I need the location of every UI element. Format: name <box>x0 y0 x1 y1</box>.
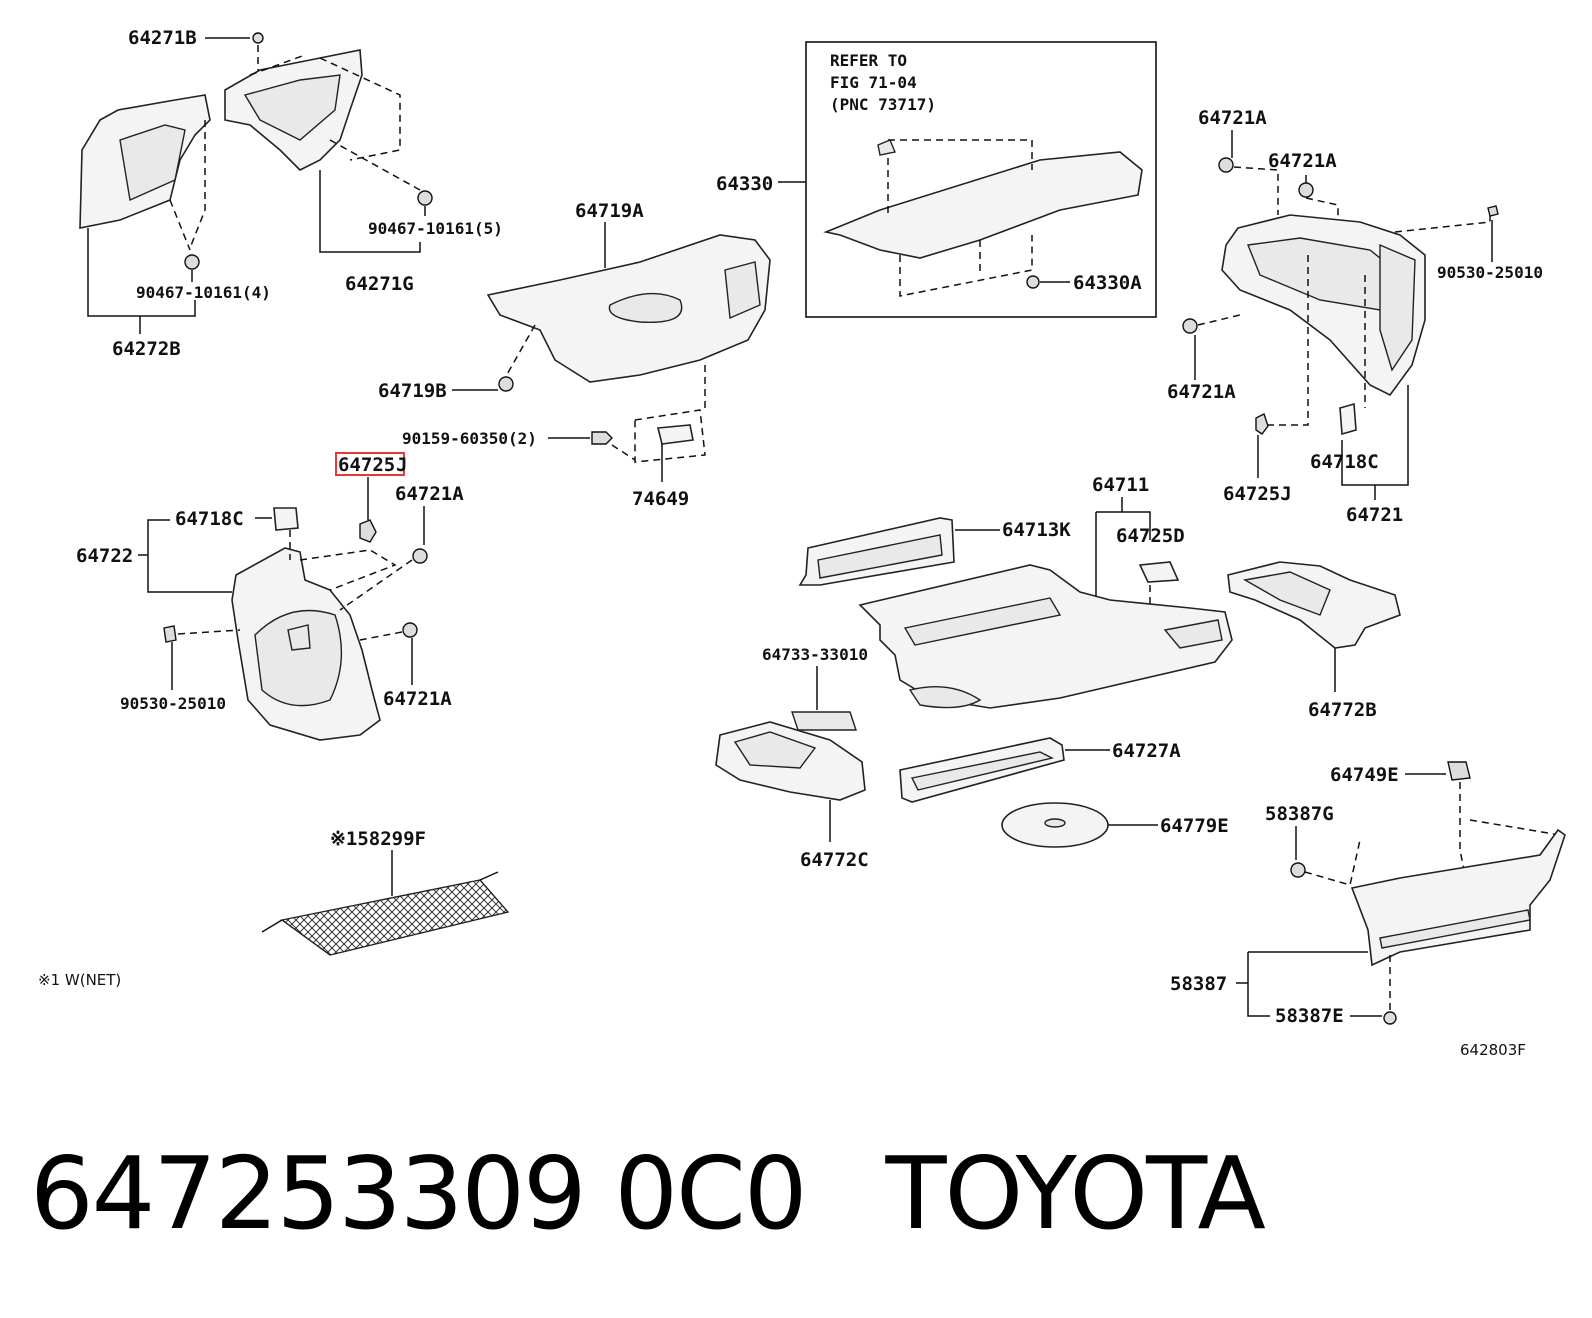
clip-icon <box>1218 157 1234 173</box>
label-58387: 58387 <box>1170 973 1227 995</box>
label-64722: 64722 <box>76 545 133 567</box>
label-64721A-r2: 64721A <box>1268 150 1337 172</box>
part-64718C-l <box>273 507 299 531</box>
clip-icon <box>1026 275 1040 289</box>
group-refer-box: REFER TO FIG 71-04 (PNC 73717) 64330 643… <box>716 41 1157 318</box>
group-floor-parts: 64711 64713K 64725D 64733-33010 64772C 6… <box>715 474 1233 871</box>
part-74649-clip <box>656 424 694 445</box>
part-58299F-net <box>280 879 510 956</box>
clip-icon <box>412 548 428 564</box>
label-64727A: 64727A <box>1112 740 1181 762</box>
label-64719B: 64719B <box>378 380 447 402</box>
label-64725D: 64725D <box>1116 525 1185 547</box>
label-64733-33010: 64733-33010 <box>762 645 868 664</box>
bolt-icon <box>591 431 613 445</box>
clip-icon <box>1182 318 1198 334</box>
label-64779E: 64779E <box>1160 815 1229 837</box>
label-58387G: 58387G <box>1265 803 1334 825</box>
note-net: ※1 W(NET) <box>38 971 121 989</box>
label-64725J-r: 64725J <box>1223 483 1292 505</box>
refer-line-1: REFER TO <box>830 51 907 70</box>
clip-icon <box>1298 182 1314 198</box>
group-quarter-trim-left: 64725 J 64721A 64718C 64722 90530-25010 … <box>76 452 464 741</box>
group-package-tray-panel: 64719A 64719B 90159-60350(2) 74649 <box>378 200 771 510</box>
label-64711: 64711 <box>1092 474 1149 496</box>
label-64271B: 64271B <box>128 27 197 49</box>
clip-icon <box>498 376 514 392</box>
label-90467-10161-4: 90467-10161(4) <box>136 283 271 302</box>
label-64772C: 64772C <box>800 849 869 871</box>
highlight-box <box>335 452 405 476</box>
clip-icon <box>1383 1011 1397 1025</box>
label-64772B: 64772B <box>1308 699 1377 721</box>
parts-diagram: 64271B 90467-10161(5) 64271G 90467-10161… <box>38 27 1566 1059</box>
label-64718C-r: 64718C <box>1310 451 1379 473</box>
refer-box-frame <box>805 41 1157 318</box>
clip-icon <box>402 622 418 638</box>
label-90467-10161-5: 90467-10161(5) <box>368 219 503 238</box>
part-number: 647253309 0C0 <box>30 1134 807 1252</box>
label-64721A-r1: 64721A <box>1198 107 1267 129</box>
label-64725J-left-suffix: J <box>396 454 407 476</box>
label-58299F: ※158299F <box>330 828 426 850</box>
part-64725D-clip <box>1138 561 1180 583</box>
footer: 647253309 0C0 TOYOTA <box>30 1128 1570 1258</box>
clip-icon <box>184 254 200 270</box>
label-64721A-l1: 64721A <box>395 483 464 505</box>
part-64330-shelf <box>823 151 1143 259</box>
label-64749E: 64749E <box>1330 764 1399 786</box>
part-58387-plate <box>1350 828 1566 967</box>
brand-name: TOYOTA <box>885 1134 1265 1252</box>
group-cargo-net: ※158299F ※1 W(NET) <box>38 828 510 989</box>
label-90530-25010-l: 90530-25010 <box>120 694 226 713</box>
part-64733-33010-sheet <box>791 711 857 731</box>
figure-code: 642803F <box>1460 1041 1526 1059</box>
clip-icon <box>1447 761 1471 781</box>
clip-icon <box>252 32 264 44</box>
part-64718C-r <box>1339 402 1357 436</box>
label-64713K: 64713K <box>1002 519 1071 541</box>
group-scuff-plate: 64749E 58387G 58387 58387E 642803F <box>1170 761 1566 1059</box>
label-64330A: 64330A <box>1073 272 1142 294</box>
label-64721: 64721 <box>1346 504 1403 526</box>
refer-line-2: FIG 71-04 <box>830 73 917 92</box>
group-64772B: 64772B <box>1227 561 1401 721</box>
label-64272B: 64272B <box>112 338 181 360</box>
label-64719A: 64719A <box>575 200 644 222</box>
clip-icon <box>359 519 377 543</box>
group-quarter-trim-upper-left: 64271B 90467-10161(5) 64271G 90467-10161… <box>79 27 503 360</box>
label-90530-25010-r: 90530-25010 <box>1437 263 1543 282</box>
label-64330: 64330 <box>716 173 773 195</box>
label-64718C-l: 64718C <box>175 508 244 530</box>
clip-icon <box>163 625 177 643</box>
label-64721A-l2: 64721A <box>383 688 452 710</box>
label-74649: 74649 <box>632 488 689 510</box>
clip-icon <box>1290 862 1306 878</box>
clip-icon <box>1255 413 1269 435</box>
label-64721A-r3: 64721A <box>1167 381 1236 403</box>
clip-icon <box>1487 205 1499 217</box>
refer-line-3: (PNC 73717) <box>830 95 936 114</box>
label-90159-60350-2: 90159-60350(2) <box>402 429 537 448</box>
label-64271G: 64271G <box>345 273 414 295</box>
label-64725J-left-highlighted: 64725 <box>338 454 395 476</box>
clip-icon <box>417 190 433 206</box>
label-58387E: 58387E <box>1275 1005 1344 1027</box>
group-quarter-trim-right: 64721A 64721A 90530-25010 64721A 64725J … <box>1167 107 1543 526</box>
part-64711-floor-mat <box>858 564 1233 709</box>
